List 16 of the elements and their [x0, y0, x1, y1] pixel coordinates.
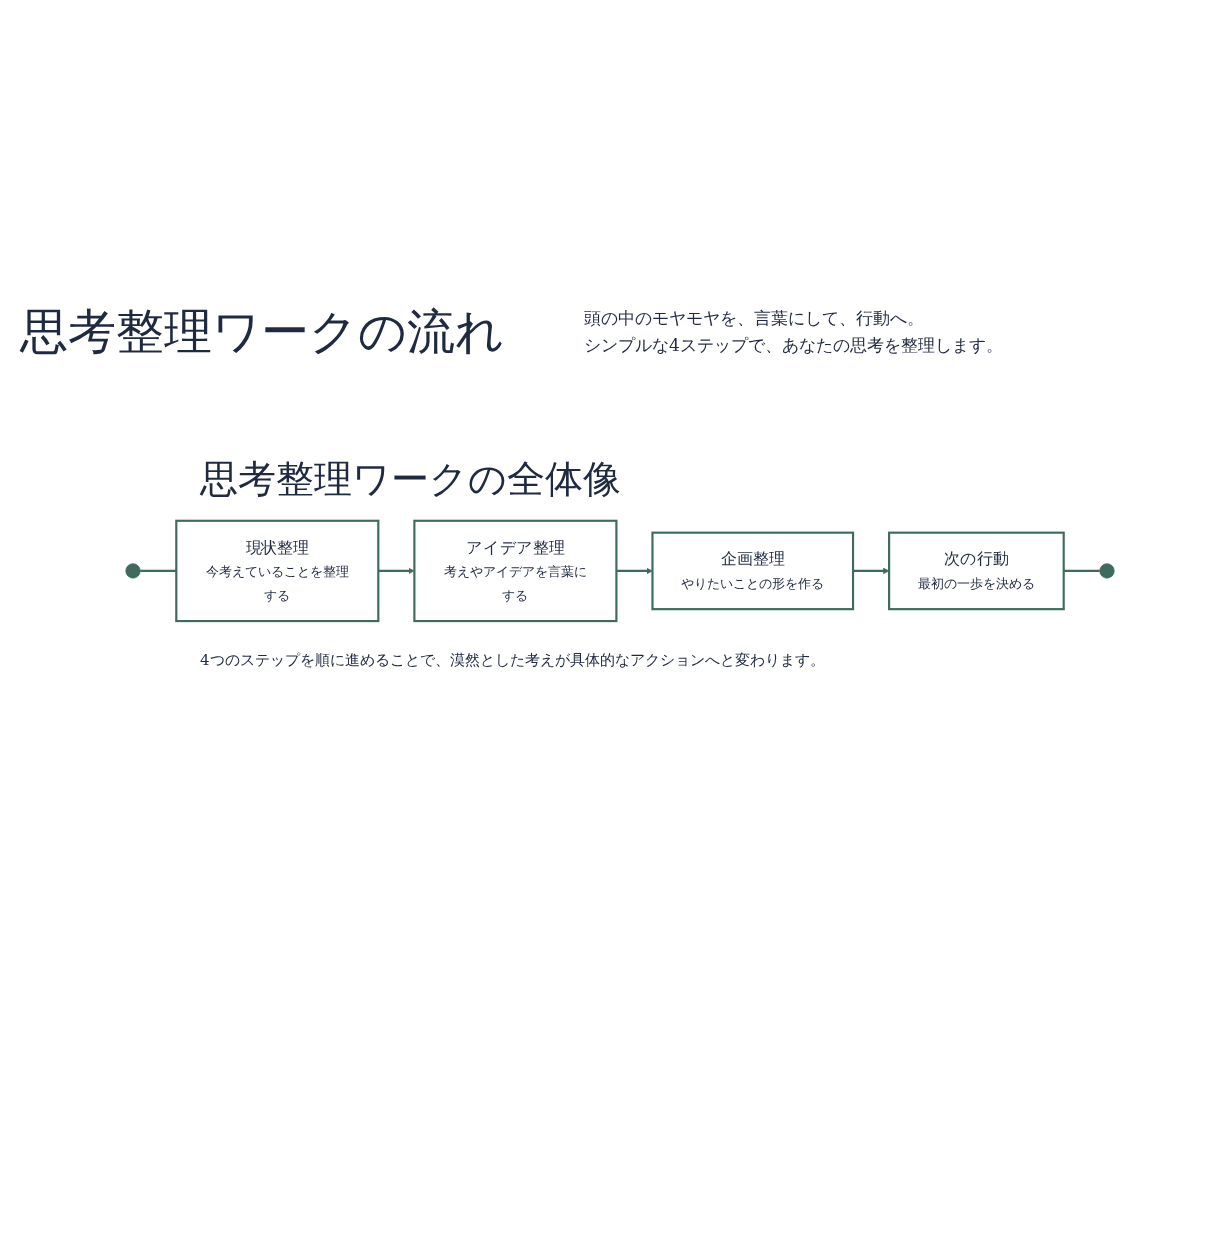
- node-circle: [1099, 563, 1115, 579]
- node-box: 企画整理 やりたいことの形を作る: [651, 531, 855, 611]
- arrow: [853, 567, 890, 575]
- arrow: [616, 567, 653, 575]
- node-box: 次の行動 最初の一歩を決める: [888, 531, 1065, 611]
- connector: [140, 569, 177, 572]
- node-box: アイデア整理 考えやアイデアを言葉にする: [413, 519, 618, 623]
- arrow: [378, 567, 415, 575]
- node-box: 現状整理 今考えていることを整理する: [175, 519, 380, 623]
- node-circle: [125, 563, 141, 579]
- connector: [1063, 569, 1100, 572]
- section-heading: 思考整理ワークの全体像: [200, 456, 622, 503]
- caption: 4つのステップを順に進めることで、漠然とした考えが具体的なアクションへと変わります。: [200, 650, 826, 670]
- intro-text: 頭の中のモヤモヤを、言葉にして、行動へ。: [584, 307, 925, 330]
- title: 思考整理ワークの流れ: [20, 302, 504, 361]
- intro-text: シンプルな4ステップで、あなたの思考を整理します。: [584, 334, 1003, 357]
